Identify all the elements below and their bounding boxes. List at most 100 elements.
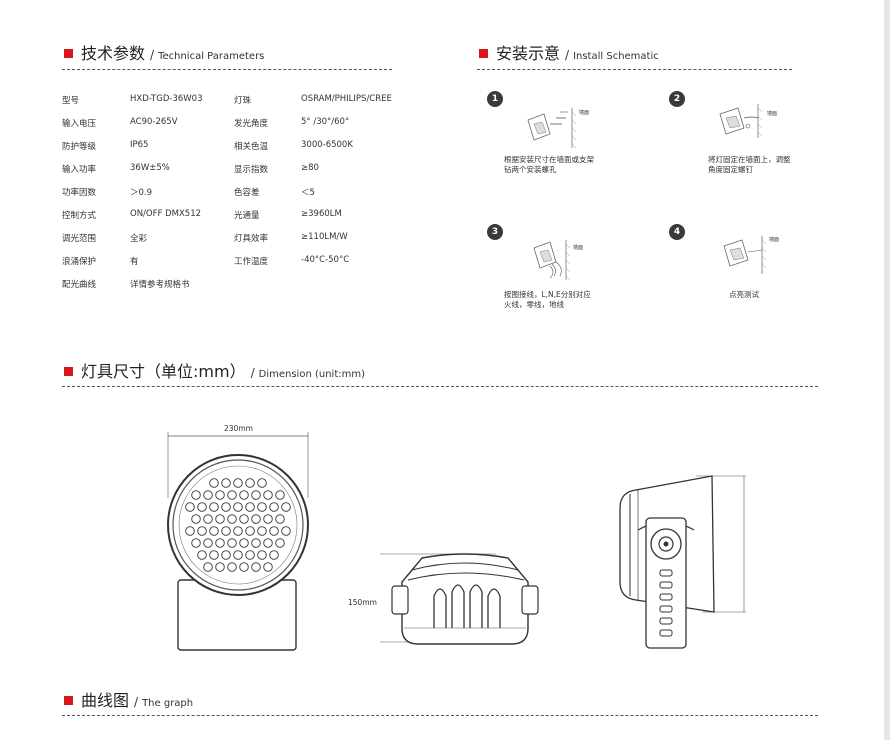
wall-label: 墙面 — [769, 237, 780, 243]
section-title-zh: 技术参数 — [81, 44, 146, 63]
bullet-square-icon — [64, 367, 73, 376]
led-dot — [245, 526, 255, 536]
led-dot — [191, 490, 201, 500]
title-separator: / — [250, 366, 255, 380]
wall-label: 墙面 — [573, 245, 584, 251]
led-dot — [275, 514, 285, 524]
spec-label: 配光曲线 — [62, 280, 97, 290]
step-number-badge: 3 — [487, 224, 503, 240]
led-dot — [227, 514, 237, 524]
section-title-zh: 安装示意 — [496, 44, 561, 63]
section-title-en: The graph — [142, 698, 194, 709]
spec-value: 36W±5% — [130, 163, 170, 173]
spec-value: ≥3960LM — [301, 209, 342, 219]
width-dimension-label: 230mm — [224, 424, 253, 433]
led-dot — [263, 538, 273, 548]
section-title-en: Dimension (unit:mm) — [258, 369, 365, 380]
spec-value: ≥110LM/W — [301, 232, 348, 242]
spec-label: 显示指数 — [234, 165, 269, 175]
led-dot — [245, 478, 255, 488]
led-dot — [203, 562, 213, 572]
led-dot — [227, 538, 237, 548]
spec-label: 相关色温 — [234, 142, 269, 152]
section-title-en: Install Schematic — [573, 51, 659, 62]
spec-value: -40°C-50°C — [301, 255, 350, 265]
spec-label: 灯珠 — [234, 96, 252, 106]
led-dot — [239, 490, 249, 500]
led-dot — [281, 526, 291, 536]
led-dot — [269, 502, 279, 512]
led-dot — [245, 550, 255, 560]
title-separator: / — [134, 695, 139, 709]
led-dot — [257, 550, 267, 560]
spec-value: 有 — [130, 257, 139, 267]
spec-value: 3000-6500K — [301, 140, 353, 150]
led-dot — [251, 490, 261, 500]
height-dimension-label: 150mm — [348, 598, 377, 607]
led-dot — [197, 502, 207, 512]
led-dot — [191, 538, 201, 548]
bullet-square-icon — [64, 49, 73, 58]
led-dot — [257, 478, 267, 488]
led-dot — [209, 478, 219, 488]
spec-label: 色容差 — [234, 188, 260, 198]
led-dot — [245, 502, 255, 512]
spec-label: 灯具效率 — [234, 234, 269, 244]
led-dot — [209, 526, 219, 536]
led-dot — [191, 514, 201, 524]
spec-value: 5° /30°/60° — [301, 117, 350, 127]
divider — [477, 69, 792, 70]
step-description: 根据安装尺寸在墙面或支架 钻两个安装螺孔 — [504, 155, 594, 174]
led-dot — [239, 514, 249, 524]
profile-view-drawing — [619, 475, 746, 649]
spec-label: 输入电压 — [62, 119, 97, 129]
step-description: 按图接线，L,N,E分别对应 火线，零线，地线 — [504, 290, 591, 309]
spec-value: ＞0.9 — [130, 188, 153, 198]
led-dot — [197, 550, 207, 560]
led-dot — [221, 478, 231, 488]
section-title-zh: 曲线图 — [81, 691, 130, 710]
step-description: 将灯固定在墙面上，调整 角度固定螺钉 — [708, 155, 791, 174]
install-step-4-illustration — [723, 236, 767, 274]
led-dot — [233, 478, 243, 488]
wall-label: 墙面 — [767, 111, 778, 117]
spec-label: 功率因数 — [62, 188, 97, 198]
led-dot — [251, 562, 261, 572]
spec-value: 详情参考规格书 — [130, 280, 190, 290]
led-dot — [263, 490, 273, 500]
scrollbar[interactable] — [884, 0, 890, 740]
led-dot — [221, 502, 231, 512]
led-dot — [209, 550, 219, 560]
led-dot — [215, 514, 225, 524]
led-dot — [275, 538, 285, 548]
divider — [62, 69, 392, 70]
led-dot — [269, 526, 279, 536]
step-number-badge: 1 — [487, 91, 503, 107]
section-title-graph: 曲线图 / The graph — [64, 687, 193, 711]
spec-label: 浪涌保护 — [62, 257, 97, 267]
install-step-3-illustration — [533, 240, 571, 281]
spec-value: OSRAM/PHILIPS/CREE — [301, 94, 392, 104]
led-dot — [221, 550, 231, 560]
step-number-badge: 2 — [669, 91, 685, 107]
install-step-1-illustration — [527, 108, 577, 149]
title-separator: / — [565, 48, 570, 62]
led-dot — [197, 526, 207, 536]
led-dot — [221, 526, 231, 536]
led-dot — [215, 562, 225, 572]
led-dot — [281, 502, 291, 512]
led-dot — [239, 562, 249, 572]
led-dot — [203, 514, 213, 524]
section-title-dimension: 灯具尺寸（单位:mm） / Dimension (unit:mm) — [64, 358, 365, 382]
spec-label: 控制方式 — [62, 211, 97, 221]
spec-value: AC90-265V — [130, 117, 178, 127]
led-dot — [215, 490, 225, 500]
led-dot — [233, 550, 243, 560]
spec-label: 输入功率 — [62, 165, 97, 175]
spec-label: 发光角度 — [234, 119, 269, 129]
led-dot — [203, 538, 213, 548]
spec-label: 防护等级 — [62, 142, 97, 152]
side-view-drawing — [380, 553, 539, 645]
led-dot — [257, 502, 267, 512]
led-dot — [203, 490, 213, 500]
